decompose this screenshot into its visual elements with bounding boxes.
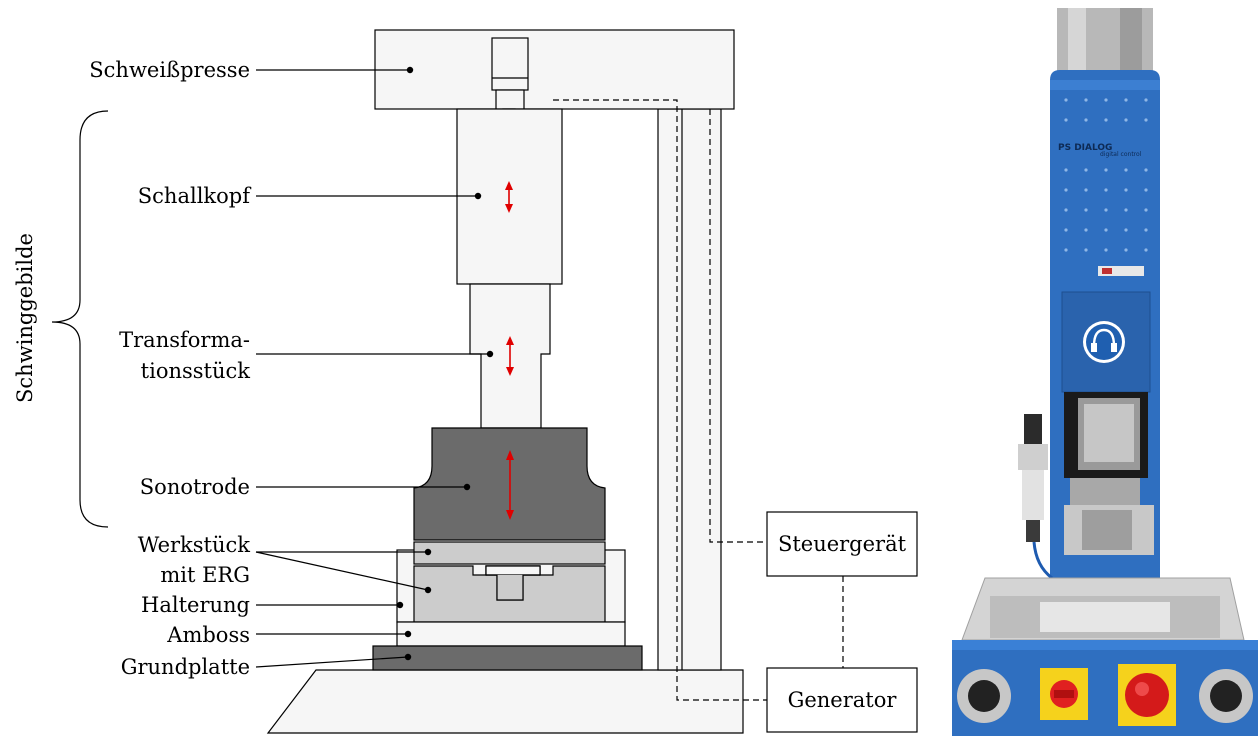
label-werkstueck-1: Werkstück: [138, 533, 251, 557]
label-sonotrode: Sonotrode: [140, 475, 250, 499]
photo-brand-subtext: digital control: [1100, 151, 1142, 158]
press-column: [658, 109, 721, 670]
label-transformation-1: Transforma-: [119, 328, 250, 352]
label-schwinggebilde: Schwinggebilde: [13, 233, 37, 403]
machine-photo: PS DIALOG digital control: [952, 8, 1258, 736]
werkstueck-top: [414, 542, 605, 564]
grundplatte-block: [373, 646, 642, 670]
label-werkstueck-2: mit ERG: [160, 563, 250, 587]
amboss-block: [397, 622, 625, 646]
label-grundplatte: Grundplatte: [121, 655, 250, 679]
label-generator: Generator: [788, 688, 898, 712]
label-halterung: Halterung: [141, 593, 250, 617]
press-head: [375, 30, 734, 109]
press-cylinder: [492, 38, 528, 90]
label-schallkopf: Schallkopf: [138, 184, 252, 208]
schwinggebilde-brace: [52, 111, 108, 527]
base-frame: [268, 670, 743, 733]
label-transformation-2: tionsstück: [141, 359, 251, 383]
label-amboss: Amboss: [166, 623, 250, 647]
label-schweisspresse: Schweißpresse: [89, 58, 250, 82]
schematic: Schweißpresse Schallkopf Transforma- tio…: [13, 30, 917, 733]
label-steuergeraet: Steuergerät: [778, 532, 907, 556]
